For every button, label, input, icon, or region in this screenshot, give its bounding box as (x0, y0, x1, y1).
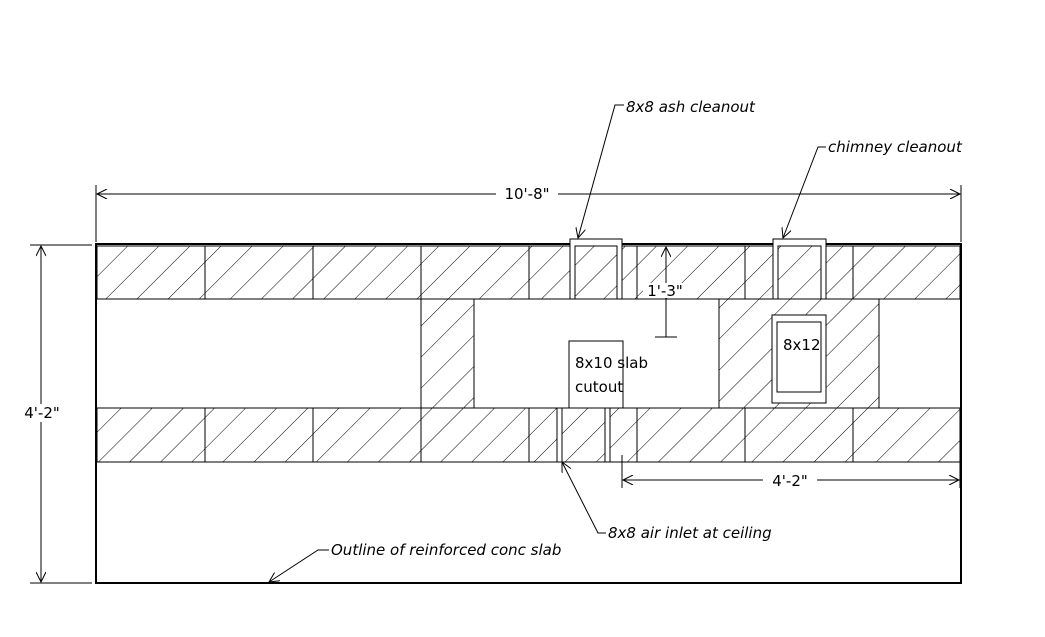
leader-chimney-cleanout (783, 146, 826, 238)
leader-ash-cleanout (578, 104, 624, 238)
slab-outline (95, 243, 962, 584)
air-inlet-box (556, 407, 611, 463)
middle-block-left (420, 298, 475, 409)
leader-air-inlet (562, 462, 606, 534)
slab-cutout-label-line1: 8x10 slab (575, 354, 648, 372)
slab-outline-label: Outline of reinforced conc slab (331, 541, 561, 559)
leader-slab-outline (269, 549, 329, 582)
dimension-overall-length-label: 10'-8" (504, 185, 549, 203)
ash-cleanout-box (569, 238, 623, 300)
flue-box (771, 314, 827, 404)
chimney-cleanout-label: chimney cleanout (828, 138, 963, 156)
slab-cutout-label-line2: cutout (575, 378, 623, 396)
bottom-wall (96, 407, 961, 463)
dimension-inner-offset-label: 4'-2" (772, 472, 808, 490)
slab-cutout-box (568, 340, 624, 409)
ash-cleanout-label: 8x8 ash cleanout (626, 98, 756, 116)
dimension-overall-depth-label: 4'-2" (24, 404, 60, 422)
dimension-wall-thickness-label: 1'-3" (647, 282, 683, 300)
air-inlet-label: 8x8 air inlet at ceiling (608, 524, 772, 542)
top-wall (96, 245, 961, 300)
flue-label: 8x12 (783, 336, 821, 354)
chimney-cleanout-box (772, 238, 827, 300)
